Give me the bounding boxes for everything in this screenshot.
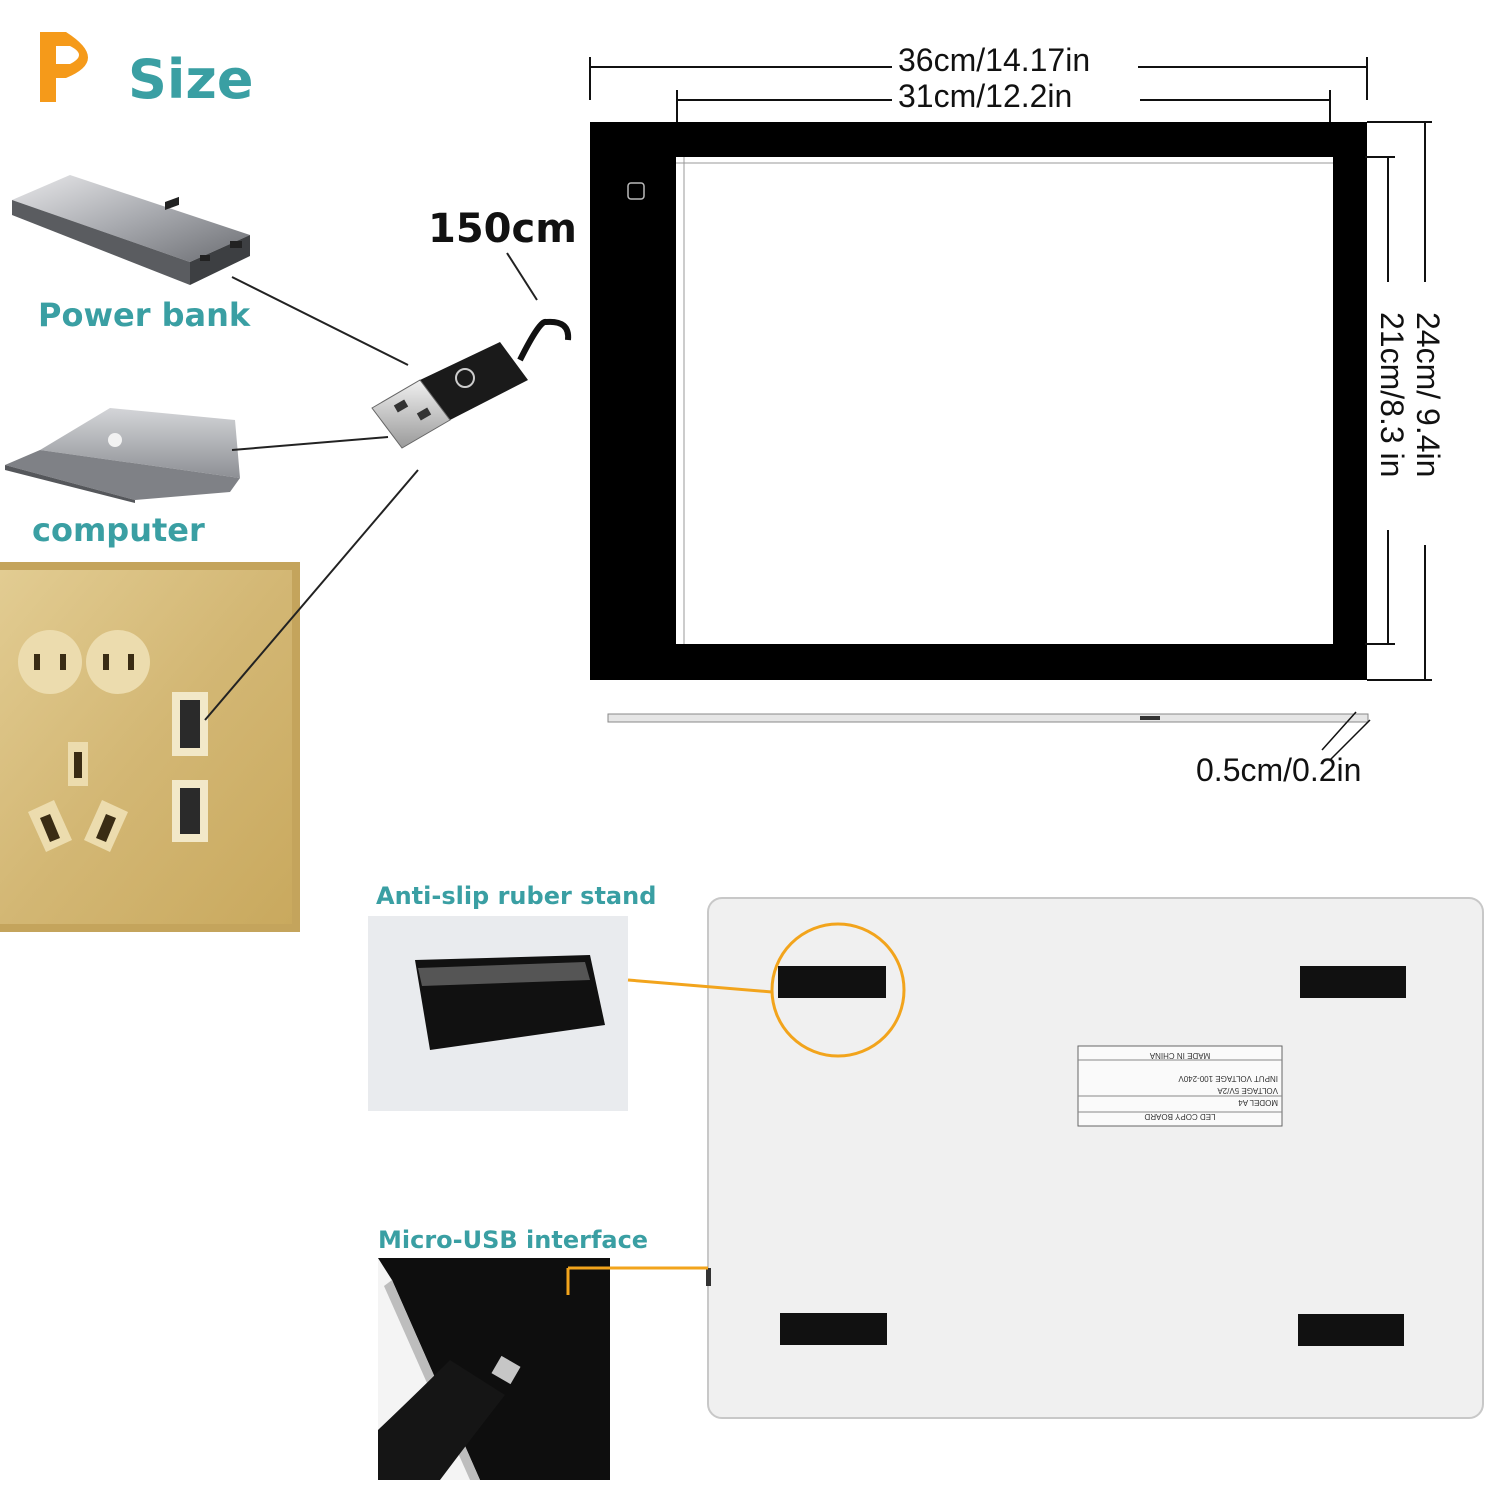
inner-width-label: 31cm/12.2in: [898, 78, 1073, 114]
anti-slip-stand-photo: [368, 916, 628, 1111]
power-bank-link-line: [231, 276, 409, 366]
page-title: Size: [128, 48, 254, 111]
socket-link-line: [204, 469, 419, 721]
dimension-lines: [589, 57, 1432, 681]
label-line-input: INPUT VOLTAGE 100-240V: [1178, 1074, 1278, 1083]
usb-plug-image: [371, 318, 572, 449]
cable-callout-line: [506, 252, 538, 301]
light-pad-back-view: [706, 897, 1484, 1419]
label-line-origin: MADE IN CHINA: [1149, 1051, 1211, 1060]
brand-logo-icon: [40, 32, 88, 102]
product-info-label: LED COPY BOARD MODEL A4 VOLTAGE 5V/2A IN…: [1082, 1050, 1278, 1122]
callout-lines: [566, 922, 906, 1295]
anti-slip-stand-label: Anti-slip ruber stand: [376, 882, 657, 910]
inner-height-label: 21cm/8.3 in: [1374, 312, 1410, 478]
light-pad-image: [590, 122, 1367, 680]
label-line-title: LED COPY BOARD: [1144, 1112, 1216, 1121]
micro-usb-photo: [378, 1258, 610, 1480]
power-button-icon: [627, 182, 645, 200]
power-bank-image: [12, 175, 250, 285]
laptop-image: [5, 408, 240, 503]
power-bank-label: Power bank: [38, 296, 251, 334]
computer-label: computer: [32, 511, 205, 549]
wall-socket-image: [0, 562, 300, 932]
label-line-model: MODEL A4: [1238, 1098, 1278, 1107]
computer-link-line: [231, 436, 389, 451]
outer-width-label: 36cm/14.17in: [898, 42, 1091, 78]
thickness-label: 0.5cm/0.2in: [1196, 752, 1362, 788]
light-pad-side-view: [607, 711, 1371, 761]
micro-usb-label: Micro-USB interface: [378, 1226, 649, 1254]
outer-height-label: 24cm/ 9.4in: [1410, 312, 1446, 478]
cable-length-label: 150cm: [428, 206, 577, 252]
label-line-voltage: VOLTAGE 5V/2A: [1217, 1086, 1278, 1095]
